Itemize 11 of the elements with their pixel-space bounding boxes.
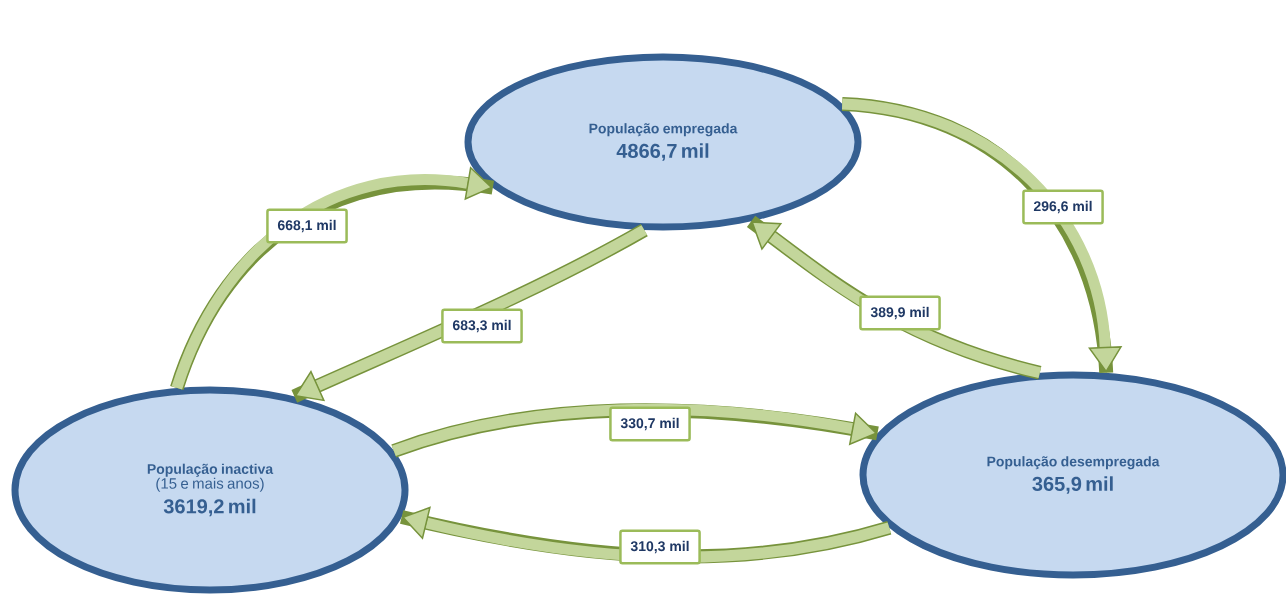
curved-arrow xyxy=(841,96,1123,374)
edge-label: 683,3 mil xyxy=(441,308,523,344)
edge-label: 668,1 mil xyxy=(266,208,348,244)
edge-label: 310,3 mil xyxy=(619,529,701,565)
curved-arrow xyxy=(391,403,879,458)
curved-arrow xyxy=(170,166,494,391)
edge-label: 296,6 mil xyxy=(1022,189,1104,225)
curved-arrow xyxy=(291,224,648,403)
edge-label: 330,7 mil xyxy=(609,406,691,442)
curved-arrow xyxy=(746,215,1042,380)
edge-label: 389,9 mil xyxy=(859,295,941,331)
